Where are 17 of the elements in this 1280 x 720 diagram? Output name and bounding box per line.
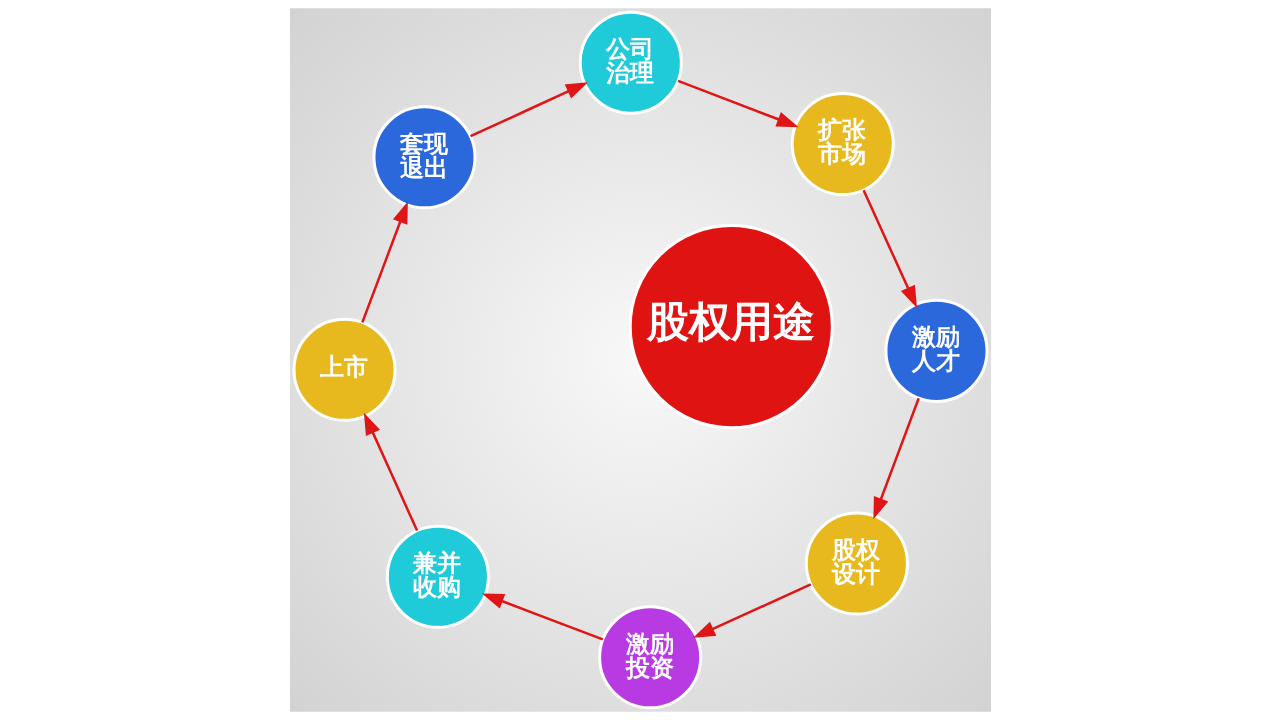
arrow — [360, 201, 408, 323]
arrow — [862, 189, 917, 308]
node-circle: 股权设计 — [804, 511, 909, 616]
arrow — [872, 397, 920, 520]
node-circle: 激励投资 — [597, 605, 702, 710]
arrow — [469, 82, 588, 138]
node-circle: 扩张市场 — [790, 92, 895, 197]
node-circle: 激励人才 — [883, 298, 988, 403]
node-circle: 公司治理 — [578, 10, 683, 115]
node-circle: 股权用途 — [628, 224, 834, 430]
arrow — [677, 79, 799, 128]
node-circle: 兼并收购 — [385, 524, 490, 629]
arrow — [692, 583, 811, 638]
node-circle: 套现退出 — [371, 105, 476, 210]
arrow — [481, 593, 603, 641]
node-circle: 上市 — [292, 317, 397, 422]
arrow — [363, 412, 418, 532]
